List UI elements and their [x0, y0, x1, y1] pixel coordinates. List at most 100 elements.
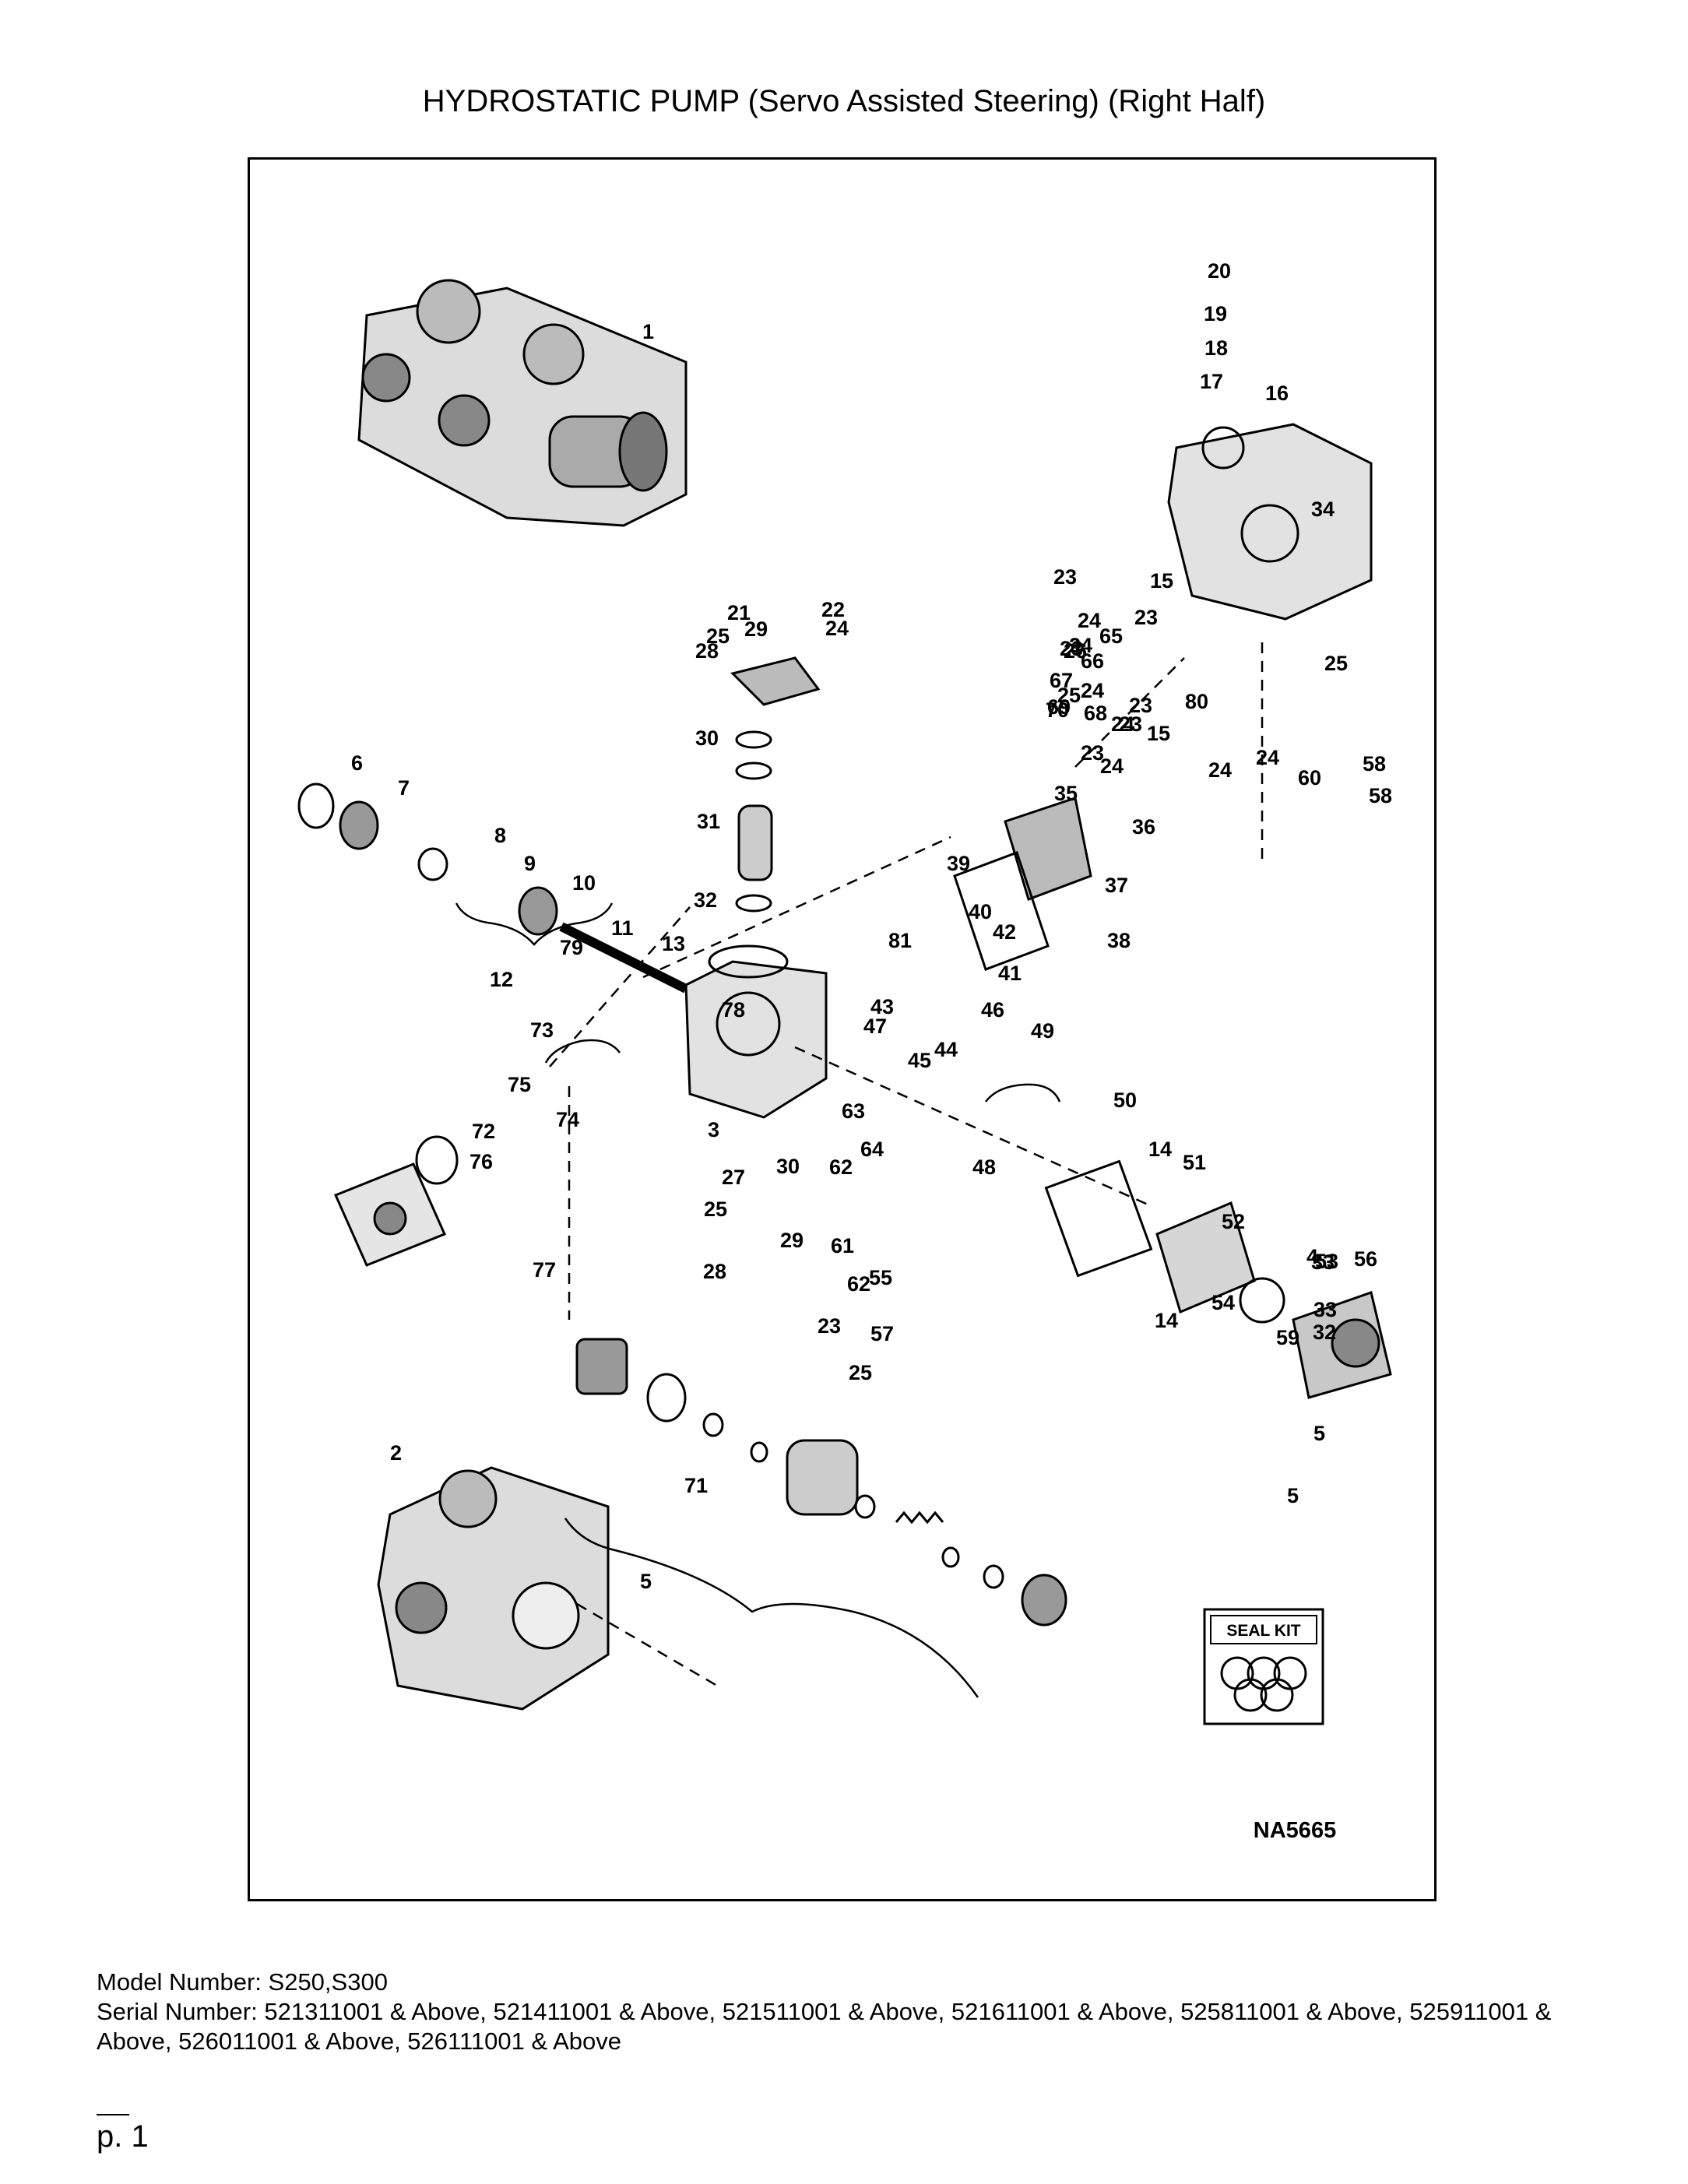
callout-54: 54: [1211, 1291, 1235, 1314]
callout-7: 7: [398, 776, 410, 800]
callout-24: 24: [1111, 712, 1134, 736]
callout-19: 19: [1204, 302, 1227, 325]
callout-30: 30: [695, 726, 719, 750]
callout-49: 49: [1031, 1019, 1054, 1043]
callout-24: 24: [825, 617, 849, 640]
callout-76: 76: [469, 1150, 493, 1173]
callout-53: 53: [1315, 1250, 1338, 1273]
callout-33: 33: [1311, 1250, 1335, 1274]
rear-parts: [1044, 1159, 1392, 1399]
housing: [1167, 423, 1373, 621]
callout-38: 38: [1107, 929, 1131, 952]
shaft-group: [297, 783, 688, 994]
callout-56: 56: [1354, 1247, 1377, 1271]
servo-stack: [730, 656, 821, 913]
drawing-id: NA5665: [1254, 1818, 1336, 1843]
callout-44: 44: [934, 1038, 958, 1061]
callout-45: 45: [908, 1049, 931, 1072]
callout-64: 64: [860, 1138, 884, 1161]
callout-42: 42: [993, 920, 1016, 944]
callout-55: 55: [869, 1266, 892, 1289]
callout-72: 72: [472, 1120, 495, 1143]
callout-43: 43: [870, 995, 894, 1018]
callout-24: 24: [1078, 609, 1101, 632]
callout-12: 12: [490, 968, 513, 991]
callout-24: 24: [1100, 754, 1124, 778]
page-number: p. 1: [97, 2119, 149, 2154]
callout-23: 23: [1119, 712, 1142, 736]
callout-5: 5: [640, 1570, 652, 1593]
callout-65: 65: [1099, 624, 1123, 648]
callout-63: 63: [842, 1099, 865, 1123]
callout-24: 24: [1256, 746, 1279, 769]
callout-21: 21: [727, 601, 751, 624]
callout-20: 20: [1208, 259, 1231, 283]
callout-58: 58: [1363, 752, 1386, 775]
callout-11: 11: [611, 916, 634, 940]
callout-29: 29: [780, 1229, 804, 1252]
callout-33: 33: [1313, 1298, 1337, 1321]
callout-77: 77: [533, 1258, 556, 1282]
callout-23: 23: [1060, 637, 1083, 660]
callout-23: 23: [1053, 565, 1077, 589]
center-body: [684, 944, 828, 1119]
charge-pump-cover: [333, 1135, 459, 1267]
callout-62: 62: [847, 1272, 870, 1296]
callout-25: 25: [849, 1361, 872, 1384]
callout-62: 62: [829, 1155, 853, 1179]
callout-57: 57: [870, 1322, 894, 1345]
callout-25: 25: [1057, 684, 1081, 707]
callout-52: 52: [1222, 1210, 1245, 1233]
callout-73: 73: [530, 1018, 554, 1042]
callout-46: 46: [981, 998, 1004, 1022]
callout-5: 5: [1313, 1422, 1325, 1445]
callout-24: 24: [1208, 758, 1232, 782]
serial-number: Serial Number: 521311001 & Above, 521411…: [97, 1998, 1552, 2055]
callout-14: 14: [1155, 1309, 1178, 1332]
callout-31: 31: [697, 810, 720, 833]
callout-23: 23: [818, 1314, 841, 1338]
callout-23: 23: [1081, 741, 1104, 765]
callout-23: 23: [1134, 606, 1158, 629]
callout-34: 34: [1311, 498, 1335, 521]
callout-32: 32: [1313, 1321, 1336, 1344]
callout-17: 17: [1200, 370, 1223, 393]
callout-51: 51: [1183, 1151, 1206, 1174]
callout-80: 80: [1185, 690, 1208, 713]
seal-kit-label: SEAL KIT: [1226, 1622, 1300, 1640]
diagram-canvas: 1234555678910111213141415151617181920212…: [297, 259, 1392, 1843]
callout-70: 70: [1046, 698, 1069, 722]
callout-48: 48: [972, 1155, 996, 1179]
page-rule: [97, 2114, 129, 2115]
callout-24: 24: [1081, 679, 1104, 702]
pump-assembly-2: [377, 1466, 610, 1711]
callout-58: 58: [1369, 784, 1392, 807]
callout-30: 30: [776, 1155, 800, 1178]
footer: Model Number: S250,S300 Serial Number: 5…: [97, 1968, 1623, 2056]
callout-22: 22: [821, 598, 845, 621]
callout-47: 47: [863, 1015, 887, 1038]
callout-81: 81: [888, 929, 912, 952]
callout-78: 78: [722, 998, 745, 1022]
callout-25: 25: [704, 1198, 727, 1221]
callout-37: 37: [1105, 874, 1128, 897]
callout-6: 6: [351, 751, 363, 775]
page-title: HYDROSTATIC PUMP (Servo Assisted Steerin…: [422, 84, 1266, 118]
callout-50: 50: [1113, 1088, 1137, 1112]
callout-68: 68: [1084, 702, 1107, 725]
callout-1: 1: [642, 320, 654, 343]
callout-14: 14: [1148, 1138, 1172, 1161]
callout-3: 3: [708, 1118, 719, 1141]
callout-29: 29: [744, 617, 768, 641]
callout-24: 24: [1069, 634, 1092, 657]
callout-74: 74: [556, 1108, 579, 1131]
pump-assembly-1: [357, 279, 688, 527]
callout-35: 35: [1054, 782, 1078, 805]
callout-27: 27: [722, 1166, 745, 1189]
callout-5: 5: [1287, 1484, 1299, 1507]
callout-75: 75: [508, 1073, 531, 1096]
callout-25: 25: [1324, 652, 1348, 675]
callout-61: 61: [831, 1234, 854, 1257]
callout-13: 13: [662, 932, 685, 955]
